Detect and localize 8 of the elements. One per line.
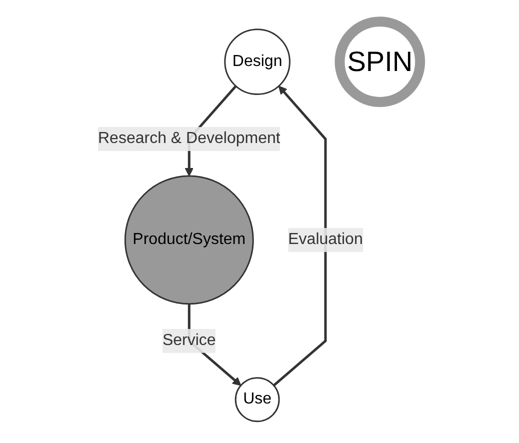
edge-label: Research & Development: [98, 130, 281, 147]
node-circle: Use: [235, 377, 280, 422]
edge-label: Evaluation: [288, 230, 364, 248]
node-circle: Product/System: [124, 175, 254, 305]
edge-label: Service: [162, 332, 216, 349]
arrow: [273, 86, 328, 386]
node-circle: Design: [224, 28, 291, 95]
node-circle: SPIN: [335, 16, 426, 107]
